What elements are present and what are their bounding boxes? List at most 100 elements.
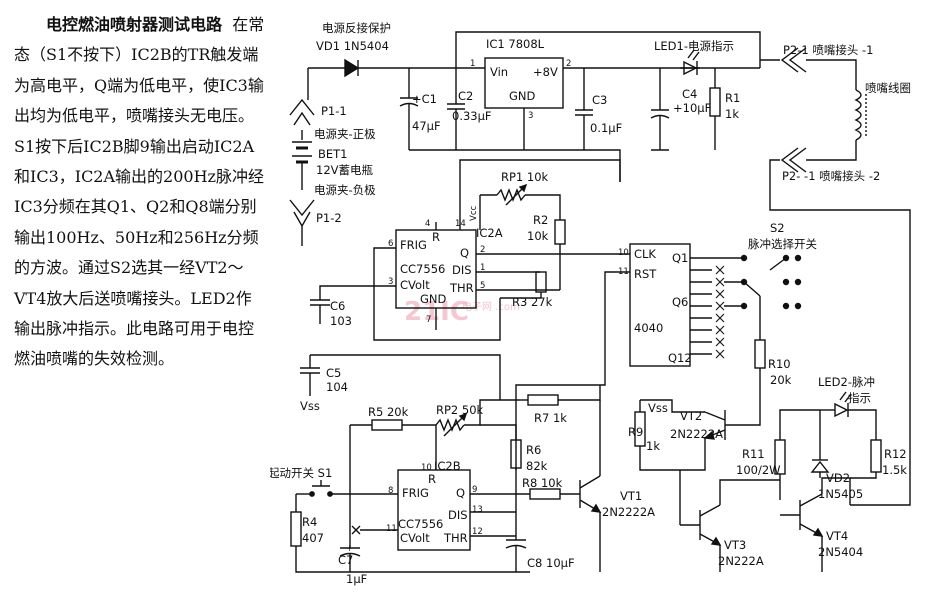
- label-bet1: BET1: [318, 147, 348, 161]
- label-rp2: RP2 50k: [436, 403, 484, 417]
- label-r: R: [432, 230, 440, 244]
- pin-label: 9: [472, 485, 477, 495]
- vt1-transistor: [579, 400, 602, 572]
- label-p2-1: P2-1 喷嘴接头 -1: [783, 43, 874, 57]
- pin-label: 1: [470, 59, 475, 69]
- label-frig: FRIG: [400, 238, 427, 252]
- circuit-description: 在常态（S1不按下）IC2B的TR触发端为高电平，Q端为低电平，使IC3输出均为…: [14, 15, 265, 369]
- pin-label: 7: [426, 315, 431, 325]
- label-vt4: VT4: [826, 529, 848, 543]
- label-r: R: [428, 472, 436, 486]
- injector-connector: [760, 47, 911, 506]
- label-vss-2: Vss: [648, 401, 668, 415]
- label-c8: C8 10μF: [527, 556, 575, 570]
- label-r1: R1: [725, 91, 740, 105]
- label-s2: S2: [770, 221, 785, 235]
- label-vd1: VD1 1N5404: [316, 39, 389, 53]
- label-gnd: GND: [420, 292, 447, 306]
- label-ic1: IC1 7808L: [486, 37, 545, 51]
- label-s2-desc: 脉冲选择开关: [748, 237, 817, 251]
- label-led1: LED1-电源指示: [654, 39, 734, 53]
- label-led2: LED2-脉冲: [818, 375, 875, 389]
- label-c1: +C1: [412, 92, 437, 106]
- label-r6: R6: [526, 443, 541, 457]
- plus-sign: +: [346, 544, 353, 554]
- label-s1: 起动开关 S1: [270, 466, 332, 480]
- label-cc7556: CC7556: [398, 517, 443, 531]
- power-input: [289, 58, 485, 246]
- label-c2: C2: [458, 89, 473, 103]
- label-r10: R10: [768, 357, 791, 371]
- label-clip-pos: 电源夹-正极: [314, 127, 376, 141]
- pin-label: 13: [472, 505, 483, 515]
- label-c6-value: 103: [330, 314, 352, 328]
- ic2b-timer: [397, 469, 471, 551]
- vt3-transistor: [679, 470, 780, 572]
- s2-pulse-selector[interactable]: [712, 254, 802, 341]
- circuit-title: 电控燃油喷射器测试电路: [46, 15, 223, 34]
- label-rp1: RP1 10k: [501, 170, 549, 184]
- label-r5: R5 20k: [368, 405, 409, 419]
- label-frig: FRIG: [402, 486, 429, 500]
- label-protect: 电源反接保护: [322, 21, 391, 35]
- label-q12: Q12: [668, 351, 692, 365]
- label-r11-value: 100/2W: [736, 463, 781, 477]
- pin-label: 3: [388, 277, 393, 287]
- label-vcc: Vcc: [469, 206, 479, 221]
- label-q: Q: [460, 246, 469, 260]
- label-r3: R3 27k: [512, 295, 553, 309]
- label-clip-neg: 电源夹-负极: [314, 183, 376, 197]
- label-p2-2: P2- -1 喷嘴接头 -2: [782, 169, 880, 183]
- label-c6: C6: [330, 299, 345, 313]
- label-dis: DIS: [452, 263, 472, 277]
- description-panel: 电控燃油喷射器测试电路 在常态（S1不按下）IC2B的TR触发端为高电平，Q端为…: [14, 10, 266, 375]
- label-8v: +8V: [533, 65, 558, 79]
- label-c4-value: +10μF: [673, 101, 711, 115]
- label-cvolt: CVolt: [400, 531, 430, 545]
- label-c1-value: 47μF: [412, 119, 441, 133]
- pin-label: 4: [425, 219, 430, 229]
- label-q6: Q6: [672, 295, 688, 309]
- label-q: Q: [456, 486, 465, 500]
- label-r9: R9: [628, 425, 643, 439]
- pin-label: 12: [472, 527, 483, 537]
- pin-label: 10: [421, 463, 432, 473]
- label-ic2b: IC2B: [434, 459, 461, 473]
- s1-start-switch[interactable]: [296, 480, 398, 497]
- pin-label: 3: [528, 111, 533, 121]
- label-r2-value: 10k: [527, 229, 549, 243]
- pin-label: 2: [566, 59, 571, 69]
- pin-label: 10: [618, 248, 629, 258]
- label-4040: 4040: [634, 321, 663, 335]
- pin-label: 5: [480, 281, 485, 291]
- label-vt2-model: 2N2222A: [670, 427, 723, 441]
- label-battery: 12V蓄电瓶: [316, 163, 374, 177]
- label-c7-value: 1μF: [346, 572, 367, 586]
- label-q1: Q1: [672, 251, 688, 265]
- label-vt3-model: 2N222A: [718, 554, 764, 568]
- pin-label: 11: [386, 524, 397, 534]
- label-vss: Vss: [300, 399, 320, 413]
- label-clk: CLK: [634, 247, 656, 261]
- label-p1-2: P1-2: [316, 211, 342, 225]
- label-gnd: GND: [509, 89, 536, 103]
- label-r12-value: 1.5k: [882, 463, 907, 477]
- label-c3-value: 0.1μF: [590, 121, 622, 135]
- label-ic2a: IC2A: [476, 226, 503, 240]
- label-vd2-model: 1N5405: [818, 487, 863, 501]
- label-r2: R2: [533, 213, 548, 227]
- label-c4: C4: [682, 87, 697, 101]
- label-c5: C5: [326, 366, 341, 380]
- label-vd2: VD2: [826, 471, 850, 485]
- label-c2-value: 0.33μF: [452, 109, 492, 123]
- ic3-counter: [629, 243, 691, 367]
- pin-label: 1: [480, 263, 485, 273]
- label-vt1: VT1: [620, 489, 642, 503]
- circuit-diagram: 21IC 电子网 .com 电源反接保护 VD1 1N5404 P1-1 电源夹…: [270, 21, 911, 586]
- label-dis: DIS: [448, 508, 468, 522]
- ic3-outputs: [690, 257, 725, 359]
- pin-label: 8: [388, 486, 393, 496]
- label-r1-value: 1k: [725, 107, 739, 121]
- label-r10-value: 20k: [770, 373, 792, 387]
- label-cc7556: CC7556: [400, 262, 445, 276]
